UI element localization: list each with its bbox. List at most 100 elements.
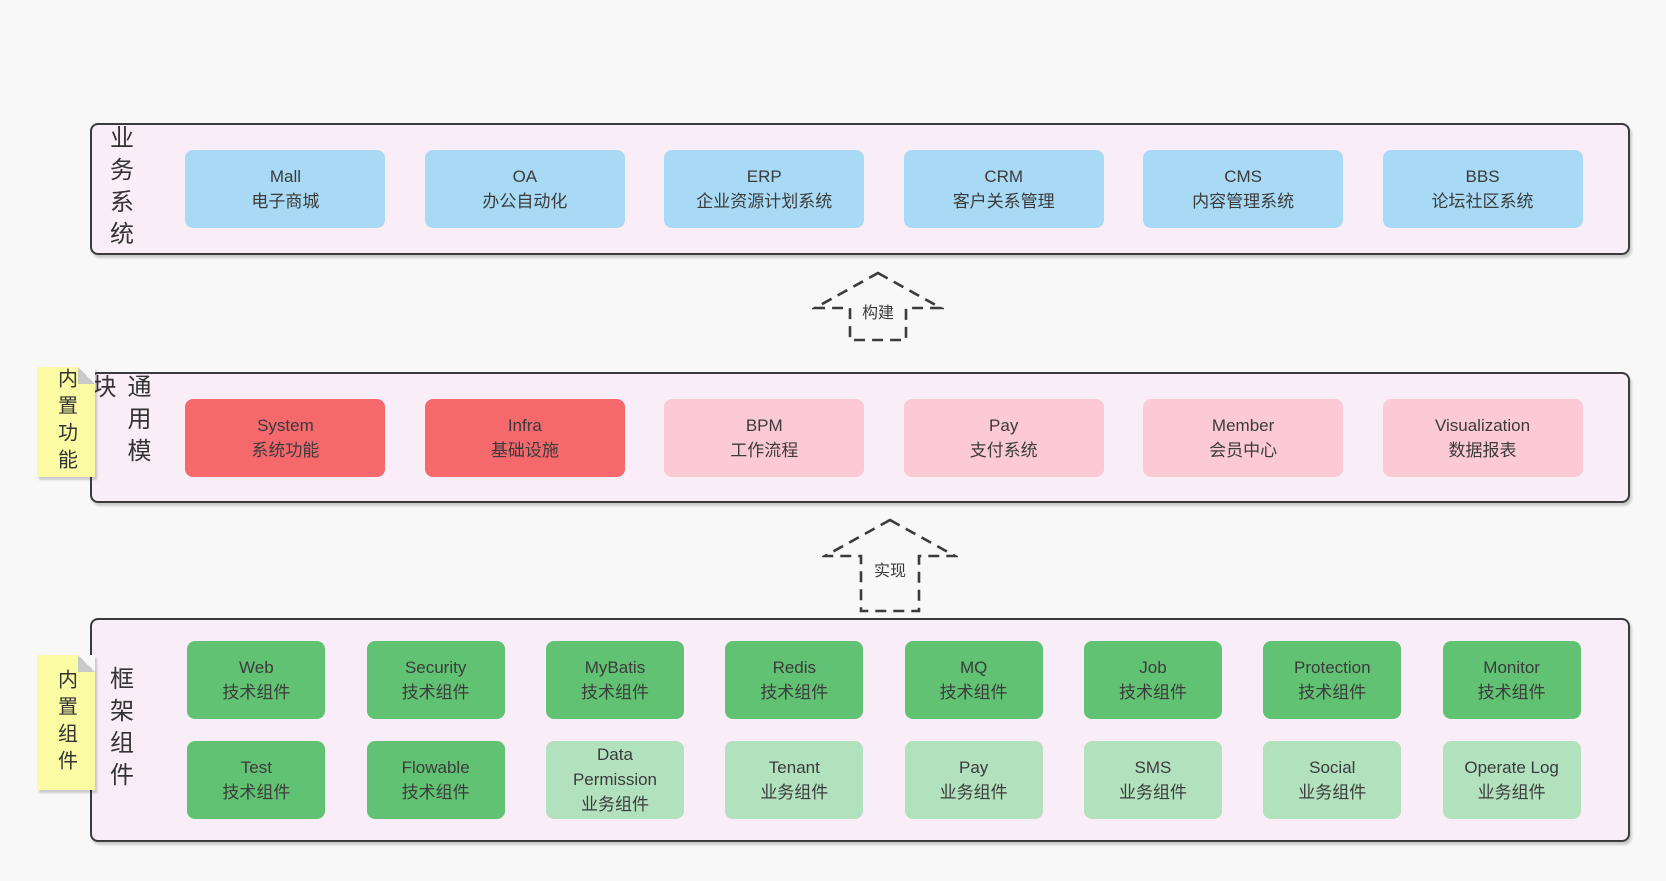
box-test: Test 技术组件 [187, 740, 326, 819]
sticky-note-label: 内置功能 [54, 368, 77, 476]
components-row-2: Test 技术组件 Flowable 技术组件 Data Permission … [146, 740, 1622, 819]
box-redis: Redis 技术组件 [725, 641, 864, 720]
box-subtitle: 企业资源计划系统 [696, 192, 833, 211]
box-subtitle: 业务组件 [1477, 782, 1546, 802]
box-subtitle: 业务组件 [580, 795, 649, 815]
box-subtitle: 论坛社区系统 [1431, 192, 1534, 211]
box-name: MyBatis [584, 658, 646, 678]
up-arrow-icon [812, 271, 944, 342]
box-subtitle: 工作流程 [730, 440, 799, 460]
build-arrow-label: 构建 [858, 298, 898, 323]
implement-arrow-label: 实现 [870, 557, 910, 582]
box-bpm: BPM 工作流程 [664, 398, 865, 477]
box-name: OA [512, 167, 538, 186]
components-band: 框架组件 Web 技术组件 Security 技术组件 MyBatis 技术组件… [90, 618, 1630, 842]
sticky-note-built-in-features: 内置功能 [37, 367, 95, 477]
box-crm: CRM 客户关系管理 [903, 150, 1104, 228]
box-subtitle: 技术组件 [1298, 683, 1367, 703]
box-name: ERP [746, 167, 782, 186]
box-subtitle: 技术组件 [1477, 683, 1546, 703]
box-mq: MQ 技术组件 [904, 641, 1043, 720]
box-subtitle: 客户关系管理 [952, 192, 1055, 211]
box-name: Protection [1294, 658, 1371, 678]
box-subtitle: 电子商城 [251, 192, 320, 211]
box-subtitle: 技术组件 [222, 782, 291, 802]
box-name: BBS [1465, 167, 1500, 186]
box-subtitle: 办公自动化 [482, 192, 568, 211]
box-name: Data Permission [572, 745, 658, 790]
box-name: CRM [984, 167, 1024, 186]
business-boxes: Mall 电子商城 OA 办公自动化 ERP 企业资源计划系统 CRM 客户关系… [146, 125, 1628, 253]
band-label-business: 业务系统 [105, 125, 133, 253]
business-band: 业务系统 Mall 电子商城 OA 办公自动化 ERP 企业资源计划系统 CRM… [90, 123, 1630, 255]
box-subtitle: 基础设施 [490, 440, 559, 460]
box-visualization: Visualization 数据报表 [1382, 398, 1583, 477]
box-subtitle: 技术组件 [401, 782, 470, 802]
up-arrow-icon [822, 518, 958, 613]
box-subtitle: 技术组件 [222, 683, 291, 703]
box-name: MQ [959, 658, 988, 678]
box-name: CMS [1224, 167, 1262, 186]
box-subtitle: 技术组件 [1118, 683, 1187, 703]
box-pay: Pay 支付系统 [903, 398, 1104, 477]
box-cms: CMS 内容管理系统 [1143, 150, 1344, 228]
box-subtitle: 技术组件 [939, 683, 1008, 703]
box-monitor: Monitor 技术组件 [1442, 641, 1581, 720]
box-name: SMS [1134, 757, 1172, 777]
box-protection: Protection 技术组件 [1263, 641, 1402, 720]
box-oa: OA 办公自动化 [424, 150, 625, 228]
box-name: Security [404, 658, 467, 678]
box-tenant: Tenant 业务组件 [725, 740, 864, 819]
box-name: Redis [772, 658, 817, 678]
box-bbs: BBS 论坛社区系统 [1382, 150, 1583, 228]
box-name: Mall [269, 167, 301, 186]
box-subtitle: 技术组件 [580, 683, 649, 703]
box-name: Visualization [1434, 415, 1531, 435]
box-pay-biz: Pay 业务组件 [904, 740, 1043, 819]
box-name: Pay [989, 415, 1019, 435]
box-sms: SMS 业务组件 [1083, 740, 1222, 819]
sticky-note-label: 内置组件 [54, 668, 77, 777]
box-name: Member [1211, 415, 1275, 435]
box-subtitle: 支付系统 [969, 440, 1038, 460]
box-mybatis: MyBatis 技术组件 [545, 641, 684, 720]
box-job: Job 技术组件 [1083, 641, 1222, 720]
box-name: BPM [745, 415, 783, 435]
box-name: Infra [507, 415, 542, 435]
modules-band: 通用模块 System 系统功能 Infra 基础设施 BPM 工作流程 Pay… [88, 372, 1630, 503]
box-subtitle: 业务组件 [1118, 782, 1187, 802]
box-operate-log: Operate Log 业务组件 [1442, 740, 1581, 819]
box-subtitle: 业务组件 [939, 782, 1008, 802]
build-arrow: 构建 [812, 271, 944, 342]
box-subtitle: 内容管理系统 [1192, 192, 1295, 211]
band-label-components: 框架组件 [105, 666, 133, 794]
band-label-modules: 通用模块 [88, 374, 150, 470]
box-name: Social [1309, 757, 1356, 777]
sticky-note-built-in-components: 内置组件 [37, 655, 95, 790]
box-name: System [257, 415, 314, 435]
box-name: Monitor [1483, 658, 1540, 678]
box-security: Security 技术组件 [366, 641, 505, 720]
components-row-1: Web 技术组件 Security 技术组件 MyBatis 技术组件 Redi… [146, 641, 1622, 720]
box-name: Operate Log [1464, 757, 1559, 777]
box-mall: Mall 电子商城 [185, 150, 386, 228]
box-subtitle: 业务组件 [760, 782, 829, 802]
box-subtitle: 技术组件 [760, 683, 829, 703]
box-subtitle: 业务组件 [1298, 782, 1367, 802]
box-name: Tenant [768, 757, 820, 777]
box-name: Web [239, 658, 274, 678]
box-name: Pay [958, 757, 989, 777]
box-infra: Infra 基础设施 [424, 398, 625, 477]
box-member: Member 会员中心 [1143, 398, 1344, 477]
box-web: Web 技术组件 [187, 641, 326, 720]
box-subtitle: 会员中心 [1209, 440, 1278, 460]
box-erp: ERP 企业资源计划系统 [664, 150, 865, 228]
box-subtitle: 技术组件 [401, 683, 470, 703]
box-social: Social 业务组件 [1263, 740, 1402, 819]
implement-arrow: 实现 [822, 518, 958, 613]
box-name: Flowable [401, 757, 470, 777]
modules-boxes: System 系统功能 Infra 基础设施 BPM 工作流程 Pay 支付系统… [146, 374, 1628, 501]
box-name: Job [1139, 658, 1167, 678]
box-subtitle: 数据报表 [1448, 440, 1517, 460]
